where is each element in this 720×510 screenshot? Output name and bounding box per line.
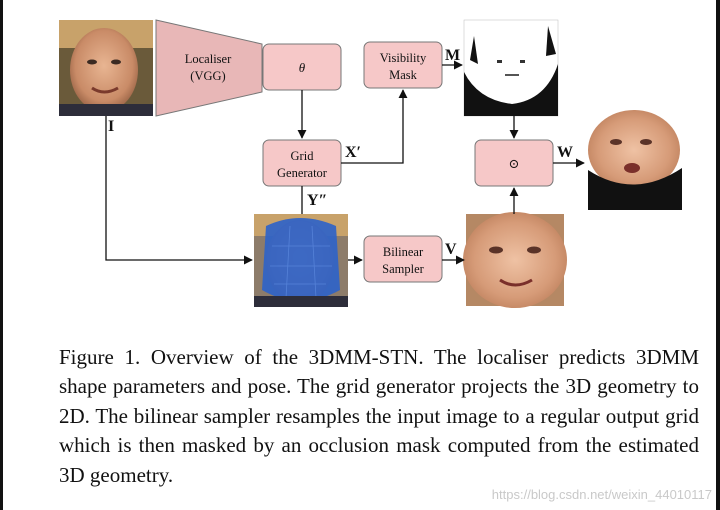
visibility-mask-label-line2: Mask (389, 68, 418, 82)
edge-label-output: W (557, 144, 573, 161)
localiser-label-line2: (VGG) (190, 69, 225, 83)
connectors (105, 60, 585, 265)
sampled-face-image (463, 212, 567, 308)
bilinear-sampler-label-line2: Sampler (382, 262, 424, 276)
theta-label: θ (299, 60, 306, 75)
visibility-mask-block: Visibility Mask (363, 41, 443, 89)
mask-image (463, 19, 559, 117)
arrow-input-to-mesh (105, 116, 253, 265)
input-face-image (59, 20, 153, 116)
theta-block: θ (262, 43, 342, 91)
architecture-diagram: Localiser (VGG) θ Visibility Mask Grid G… (59, 19, 684, 308)
localiser-label-line1: Localiser (185, 52, 232, 66)
localiser-block: Localiser (VGG) (155, 19, 263, 117)
watermark: https://blog.csdn.net/weixin_44010117 (491, 487, 712, 502)
arrow-grid-to-visibility (341, 89, 408, 164)
frame-border-right (716, 0, 720, 510)
visibility-mask-label-line1: Visibility (380, 51, 427, 65)
grid-generator-block: Grid Generator (262, 139, 342, 187)
edge-label-projection: X′ (345, 144, 361, 161)
edge-label-input: I (108, 118, 114, 135)
edge-label-geometry: Y″ (307, 192, 327, 209)
bilinear-sampler-block: Bilinear Sampler (363, 235, 443, 283)
figure-caption: Figure 1. Overview of the 3DMM-STN. The … (59, 345, 699, 487)
grid-generator-label-line2: Generator (277, 166, 328, 180)
multiply-label: ⊙ (509, 156, 520, 171)
output-face-image (586, 110, 684, 210)
edge-label-mask: M (445, 47, 460, 64)
mesh-overlay-image (254, 214, 348, 307)
multiply-block: ⊙ (474, 139, 554, 187)
edge-label-sampled: V (445, 241, 457, 258)
bilinear-sampler-label-line1: Bilinear (383, 245, 424, 259)
frame-border-left (0, 0, 3, 510)
grid-generator-label-line1: Grid (291, 149, 315, 163)
